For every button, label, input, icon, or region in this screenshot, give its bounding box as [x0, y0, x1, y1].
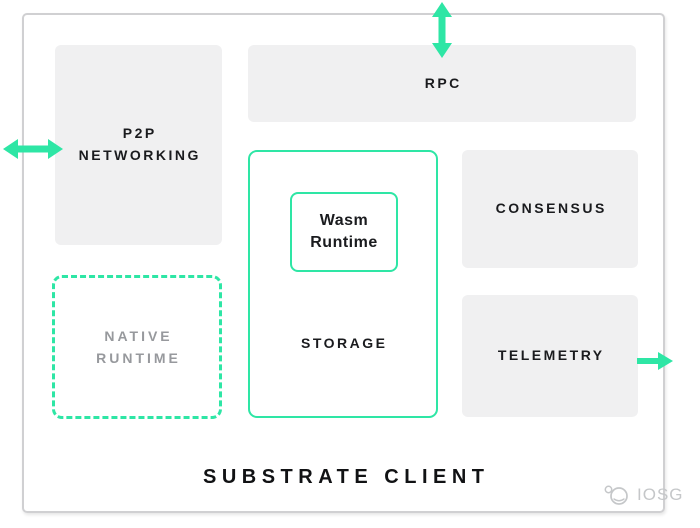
native-runtime-label-line1: NATIVE	[104, 327, 173, 344]
consensus-box: CONSENSUS	[462, 150, 638, 268]
consensus-label: CONSENSUS	[495, 200, 607, 217]
client-frame	[22, 13, 665, 513]
iosg-watermark: IOSG	[602, 483, 684, 507]
storage-box: Wasm Runtime STORAGE	[248, 150, 438, 418]
p2p-bidirectional-arrow-icon	[3, 139, 63, 159]
wasm-runtime-label-line1: Wasm	[319, 212, 369, 230]
wasm-runtime-box: Wasm Runtime	[290, 192, 398, 272]
telemetry-box: TELEMETRY	[462, 295, 638, 417]
rpc-label: RPC	[424, 74, 462, 91]
wasm-runtime-label-line2: Runtime	[310, 234, 378, 251]
diagram-title: SUBSTRATE CLIENT	[202, 466, 490, 488]
native-runtime-label-line2: RUNTIME	[96, 350, 181, 366]
telemetry-label: TELEMETRY	[497, 347, 605, 364]
telemetry-out-arrow-icon	[637, 352, 673, 370]
iosg-logo-icon	[604, 485, 628, 505]
storage-label: STORAGE	[301, 335, 388, 351]
p2p-networking-box: P2P NETWORKING	[55, 45, 222, 245]
p2p-networking-label-line2: NETWORKING	[78, 147, 201, 163]
p2p-networking-label-line1: P2P	[122, 125, 157, 142]
iosg-watermark-text: IOSG	[637, 485, 684, 504]
native-runtime-box: NATIVE RUNTIME	[52, 275, 222, 419]
rpc-bidirectional-arrow-icon	[432, 2, 452, 58]
